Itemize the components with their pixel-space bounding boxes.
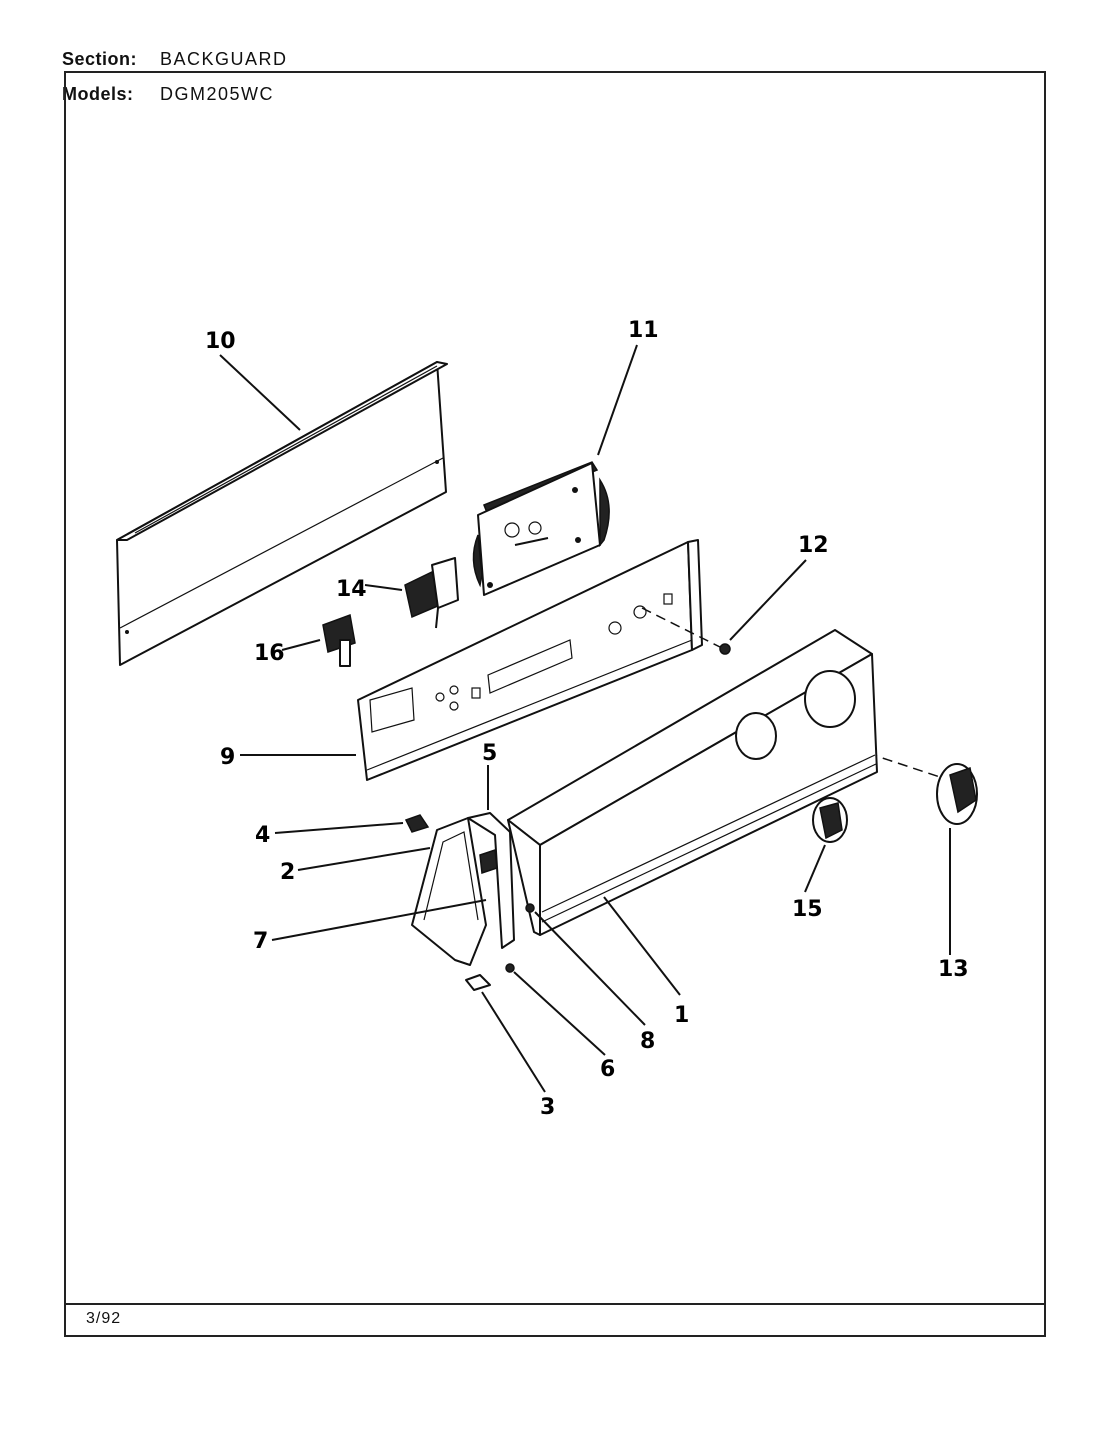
callout-2: 2 [280,860,295,885]
part-10-rear-cover [116,361,448,666]
part-4-clip [404,814,430,833]
callout-6: 6 [600,1057,615,1082]
leader-16 [281,639,321,651]
callout-13: 13 [938,957,969,982]
models-label: Models: [62,84,134,104]
part-1-backguard-housing [507,629,878,936]
part-12-screw [719,643,731,655]
part-3-bracket [465,974,491,991]
drawing-frame [64,71,1046,1337]
leader-11 [597,344,638,456]
part-8-screw [525,903,535,913]
leader-4 [274,822,404,834]
footer-date: 3/92 [86,1310,122,1327]
part-13-knob [936,763,978,825]
section-value: BACKGUARD [160,49,288,69]
leader-1 [603,896,681,996]
part-14-switch [404,557,459,629]
part-16-terminal-block [322,613,356,667]
callout-14: 14 [336,577,367,602]
callout-1: 1 [674,1003,689,1028]
leader-8 [534,911,646,1026]
leader-7 [271,899,487,941]
callout-8: 8 [640,1029,655,1054]
callout-12: 12 [798,533,829,558]
section-label: Section: [62,49,138,69]
callout-9: 9 [220,745,235,770]
callout-11: 11 [628,318,659,343]
callout-16: 16 [254,641,285,666]
callout-10: 10 [205,329,236,354]
callout-5: 5 [482,741,497,766]
leader-10 [219,354,301,431]
leader-14 [364,584,403,591]
part-5-end-cap [467,812,515,949]
part-11-timer [472,461,610,596]
callout-15: 15 [792,897,823,922]
part-6-screw [505,963,515,973]
leader-3 [481,991,546,1093]
leader-2 [297,847,431,871]
leader-12 [729,559,807,641]
part-9-control-panel [357,539,703,781]
part-15-knob [812,797,848,843]
section-heading: Section: BACKGUARD [62,49,288,70]
footer-divider [64,1303,1046,1305]
callout-4: 4 [255,823,270,848]
part-2-end-frame [411,817,498,966]
callout-7: 7 [253,929,268,954]
models-value: DGM205WC [160,84,275,104]
leader-15 [804,844,826,893]
leader-6 [513,971,606,1056]
models-heading: Models: DGM205WC [62,84,274,105]
callout-3: 3 [540,1095,555,1120]
